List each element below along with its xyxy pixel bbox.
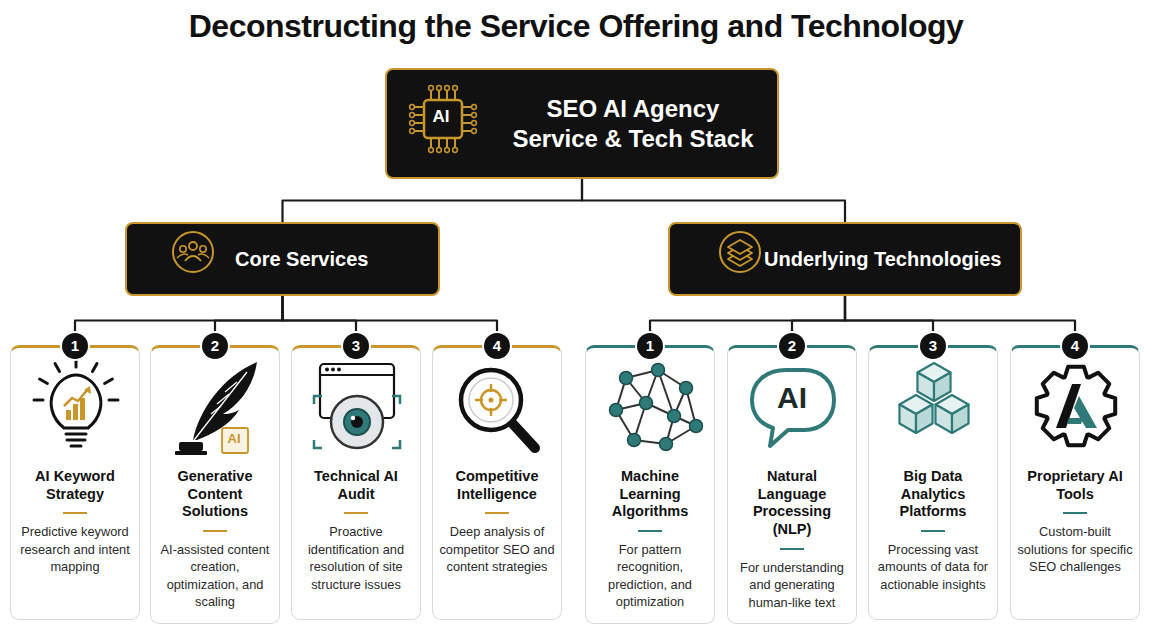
node-body: Processing vast amounts of data for acti… [875, 541, 991, 593]
item-card: Generative Content SolutionsAI-assisted … [150, 345, 280, 624]
node-heading: Big Data Analytics Platforms [875, 468, 991, 521]
callout-number: 1 [62, 333, 88, 359]
connector [75, 296, 283, 345]
connector [582, 179, 845, 222]
callout-number: 2 [202, 333, 228, 359]
callout-number: 3 [343, 333, 369, 359]
node-heading: Natural Language Processing (NLP) [734, 468, 850, 539]
divider-rule [63, 512, 87, 514]
divider-rule [780, 548, 804, 550]
text-holder: Competitive IntelligenceDeep analysis of… [433, 348, 561, 584]
icon-label: AI [228, 430, 241, 445]
node-heading: Competitive Intelligence [439, 468, 555, 503]
magnifier-icon [433, 348, 563, 468]
item-card: Proprietary AI ToolsCustom-built solutio… [1010, 345, 1140, 620]
node-body: AI-assisted content creation, optimizati… [157, 541, 273, 611]
icon-label: AI [777, 381, 807, 415]
callout-number: 4 [1062, 333, 1088, 359]
audit-icon [292, 348, 422, 468]
callout-number: 1 [637, 333, 663, 359]
text-holder: Big Data Analytics PlatformsProcessing v… [869, 348, 997, 601]
node-body: Proactive identification and resolution … [298, 523, 414, 593]
divider-rule [1063, 512, 1087, 514]
item-card: Competitive IntelligenceDeep analysis of… [432, 345, 562, 620]
node-heading: SEO AI Agency Service & Tech Stack [507, 94, 759, 154]
icon-label: AI [433, 107, 450, 127]
category-box: Underlying Technologies [668, 222, 1022, 296]
layers-icon [670, 224, 790, 319]
node-body: Predictive keyword research and intent m… [17, 523, 133, 575]
connector [283, 296, 498, 345]
callout-number: 2 [779, 333, 805, 359]
text-holder: Machine Learning AlgorithmsFor pattern r… [586, 348, 714, 619]
network-icon [586, 348, 716, 468]
node-body: For understanding and generating human-l… [734, 559, 850, 611]
node-heading: Proprietary AI Tools [1017, 468, 1133, 503]
item-card: Big Data Analytics PlatformsProcessing v… [868, 345, 998, 620]
item-card: Technical AI AuditProactive identificati… [291, 345, 421, 620]
text-holder: Technical AI AuditProactive identificati… [292, 348, 420, 601]
text-holder: AI Keyword StrategyPredictive keyword re… [11, 348, 139, 584]
connector [845, 296, 1075, 345]
divider-rule [921, 530, 945, 532]
node-heading: Underlying Technologies [764, 247, 1001, 271]
connector [283, 179, 583, 222]
gear-icon [1011, 348, 1141, 468]
divider-rule [638, 530, 662, 532]
callout-number: 4 [484, 333, 510, 359]
callout-number: 3 [920, 333, 946, 359]
node-heading: Technical AI Audit [298, 468, 414, 503]
category-box: Core Services [125, 222, 440, 296]
text-holder: SEO AI Agency Service & Tech Stack [507, 70, 759, 177]
divider-rule [344, 512, 368, 514]
node-heading: Generative Content Solutions [157, 468, 273, 521]
text-holder: Core Services [235, 224, 368, 294]
divider-rule [485, 512, 509, 514]
node-heading: Core Services [235, 247, 368, 271]
node-heading: Machine Learning Algorithms [592, 468, 708, 521]
node-heading: AI Keyword Strategy [17, 468, 133, 503]
text-holder: Generative Content SolutionsAI-assisted … [151, 348, 279, 619]
diagram-title: Deconstructing the Service Offering and … [0, 8, 1152, 45]
node-body: Custom-built solutions for specific SEO … [1017, 523, 1133, 575]
connector [650, 296, 845, 345]
node-body: For pattern recognition, prediction, and… [592, 541, 708, 611]
cubes-icon [869, 348, 999, 468]
item-card: AI Keyword StrategyPredictive keyword re… [10, 345, 140, 620]
node-body: Deep analysis of competitor SEO and cont… [439, 523, 555, 575]
quill-icon [151, 348, 281, 468]
item-card: Machine Learning AlgorithmsFor pattern r… [585, 345, 715, 624]
text-holder: Proprietary AI ToolsCustom-built solutio… [1011, 348, 1139, 584]
divider-rule [203, 530, 227, 532]
people-icon [127, 224, 247, 319]
text-holder: Underlying Technologies [764, 224, 1001, 294]
bulb-icon [11, 348, 141, 468]
